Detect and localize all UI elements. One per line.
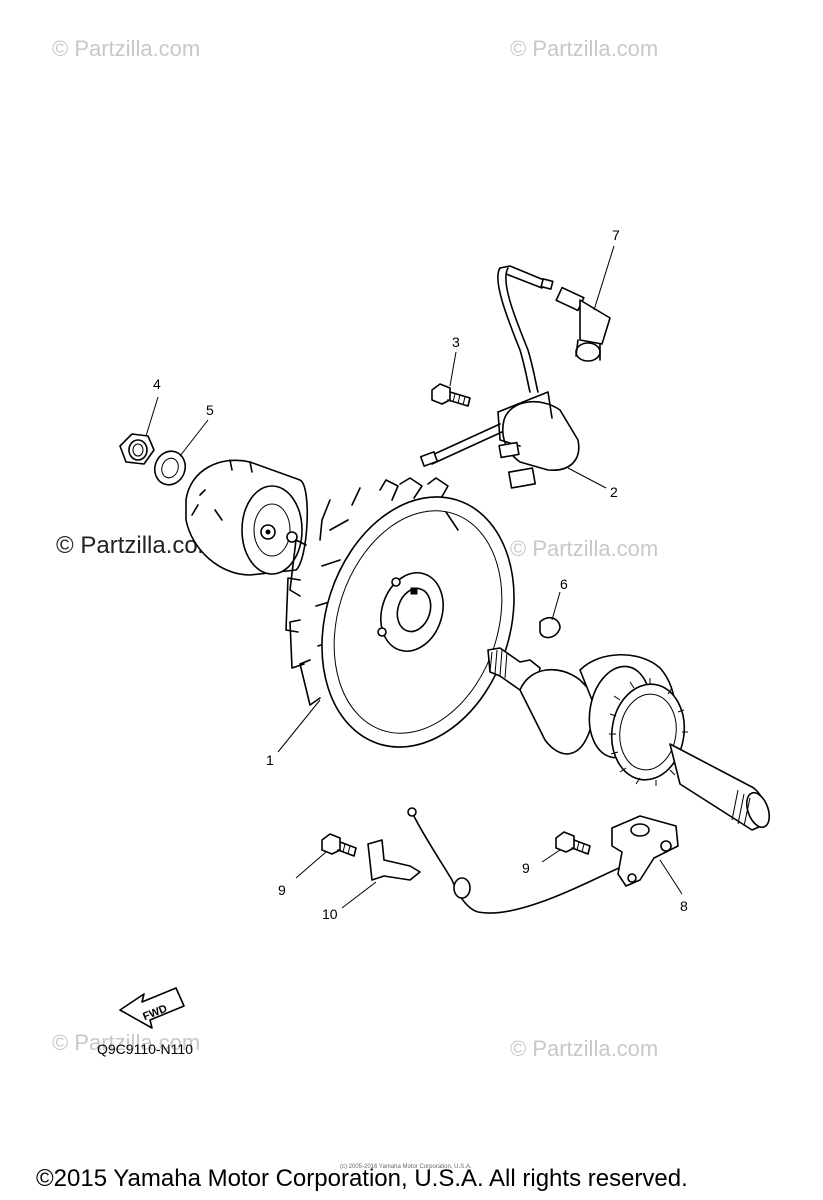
callout-6: 6 bbox=[560, 576, 568, 592]
watermark-top-left: © Partzilla.com bbox=[52, 36, 201, 61]
callout-3: 3 bbox=[452, 334, 460, 350]
part-10-bracket[interactable] bbox=[367, 839, 421, 881]
part-1-flywheel[interactable] bbox=[285, 472, 545, 772]
callout-8: 8 bbox=[680, 898, 688, 914]
callout-10: 10 bbox=[322, 906, 338, 922]
callout-5: 5 bbox=[206, 402, 214, 418]
callout-7: 7 bbox=[612, 227, 620, 243]
watermark-bottom-left: © Partzilla.com bbox=[52, 1030, 201, 1055]
part-9-bolt-right[interactable] bbox=[555, 831, 591, 855]
tiny-credit: (c) 2005-2016 Yamaha Motor Corporation, … bbox=[340, 1164, 472, 1170]
diagram-code: Q9C9110-N110 bbox=[97, 1041, 193, 1057]
part-4-nut[interactable] bbox=[119, 433, 155, 465]
watermark-top-right: © Partzilla.com bbox=[510, 36, 659, 61]
callout-2: 2 bbox=[610, 484, 618, 500]
copyright-notice: ©2015 Yamaha Motor Corporation, U.S.A. A… bbox=[36, 1165, 688, 1192]
part-2-ignition-coil[interactable] bbox=[419, 265, 580, 489]
callout-1: 1 bbox=[266, 752, 274, 768]
part-8-stop-switch[interactable] bbox=[407, 807, 679, 914]
callout-leaders bbox=[145, 245, 683, 909]
watermark-mid-right: © Partzilla.com bbox=[510, 536, 659, 561]
watermark-bottom-right: © Partzilla.com bbox=[510, 1036, 659, 1061]
starter-cup bbox=[185, 459, 308, 576]
callout-4: 4 bbox=[153, 376, 161, 392]
crankshaft bbox=[487, 647, 771, 831]
part-5-washer[interactable] bbox=[150, 447, 190, 489]
fwd-arrow-icon: FWD bbox=[119, 987, 185, 1029]
part-6-woodruff-key[interactable] bbox=[539, 616, 561, 639]
part-3-bolt[interactable] bbox=[431, 383, 471, 407]
callout-9-left: 9 bbox=[278, 882, 286, 898]
part-7-plug-cap[interactable] bbox=[555, 286, 611, 362]
part-9-bolt-left[interactable] bbox=[321, 833, 357, 857]
callout-9-right: 9 bbox=[522, 860, 530, 876]
